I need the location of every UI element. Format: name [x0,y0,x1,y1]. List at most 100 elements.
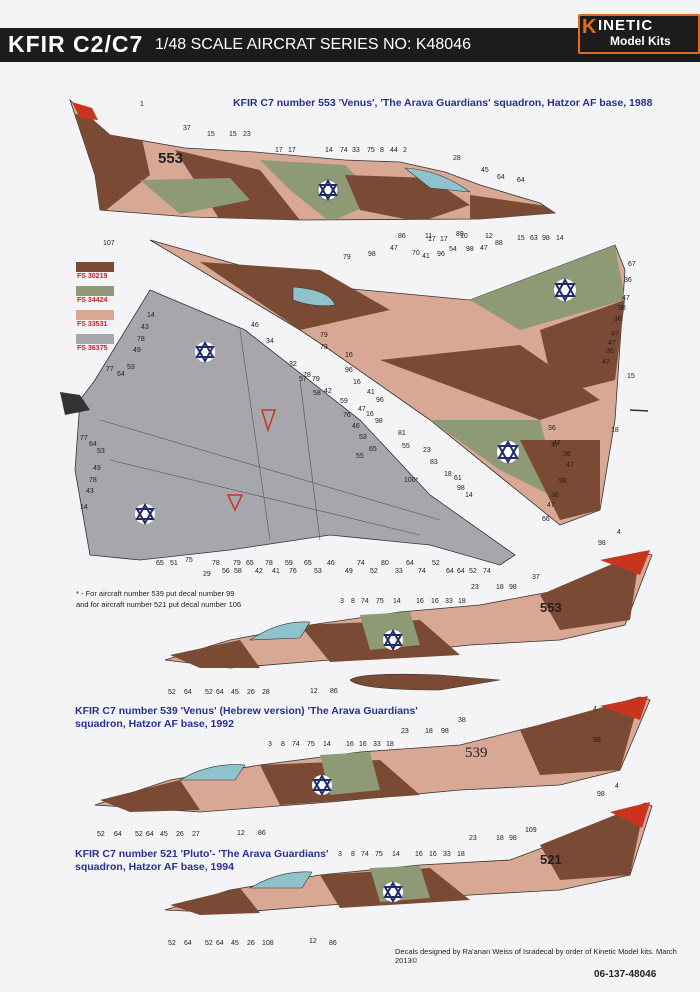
callout: 3 [338,851,342,858]
callout: 27 [192,831,200,838]
callout: 14 [80,504,88,511]
series-number: 1/48 SCALE AIRCRAT SERIES NO: K48046 [155,36,471,53]
callout: 23 [423,447,431,454]
callout: 55 [402,443,410,450]
callout: 10 [460,233,468,240]
callout: 53 [359,434,367,441]
callout: 17 [275,147,283,154]
callout: 47 [547,502,555,509]
callout: 33 [445,598,453,605]
callout: 58 [234,568,242,575]
lower-plan-view [60,289,516,566]
callout: 45 [231,689,239,696]
callout: 52 [135,831,143,838]
caption-539-line2: squadron, Hatzor AF base, 1992 [75,718,234,730]
callout: 14 [147,312,155,319]
callout: 15 [229,131,237,138]
callout: 29 [203,571,211,578]
tail-number-553-b: 553 [540,600,562,615]
callout: 26 [176,831,184,838]
callout: 23 [401,728,409,735]
callout: 86 [330,688,338,695]
callout: 14 [323,741,331,748]
callout: 56 [222,568,230,575]
callout: 12 [237,830,245,837]
callout: 43 [86,488,94,495]
callout: 16 [359,741,367,748]
swatch-fs36375 [76,334,114,344]
callout: 100* [404,477,419,484]
callout: 98 [509,835,517,842]
callout: 46 [352,423,360,430]
logo-subtitle: Model Kits [610,34,671,48]
swatch-label-fs33531: FS 33531 [77,321,108,328]
callout: 83 [430,459,438,466]
tail-number-521: 521 [540,852,562,867]
callout: 74 [418,568,426,575]
swatch-label-fs30219: FS 30219 [77,273,108,280]
callout: 98 [542,235,550,242]
callout: 74 [361,598,369,605]
swatch-fs33531 [76,310,114,320]
callout: 23 [243,131,251,138]
callout: 16 [366,411,374,418]
callout: 47 [480,245,488,252]
callout: 98 [368,251,376,258]
callout: 28 [453,155,461,162]
callout: 47 [622,295,630,302]
callout: 8 [351,851,355,858]
callout: 70 [412,250,420,257]
callout: 64 [184,940,192,947]
callout: 34 [266,338,274,345]
callout: 57 [299,376,307,383]
callout: 98 [441,728,449,735]
callout: 96 [437,251,445,258]
callout: 75 [367,147,375,154]
callout: 98 [457,485,465,492]
callout: 79 [312,376,320,383]
callout: 16 [415,851,423,858]
tail-number-539: 539 [465,745,488,761]
swatch-fs34424 [76,286,114,296]
callout: 17 [428,236,436,243]
callout: 47 [608,340,616,347]
callout: 78 [89,477,97,484]
designer-credit: Decals designed by Ra'anan Weiss of Isra… [395,947,677,965]
callout: 36 [624,277,632,284]
callout: 12 [485,233,493,240]
callout: 26 [247,940,255,947]
side-view-539: 539 [94,696,651,813]
callout: 45 [160,831,168,838]
callout: 38 [458,717,466,724]
callout: 3 [340,598,344,605]
callout: 45 [231,940,239,947]
swatch-fs30219 [76,262,114,272]
callout: 78 [137,336,145,343]
callout: 47 [358,406,366,413]
callout: 96 [345,367,353,374]
callout: 47 [611,331,619,338]
decal-note-line1: * - For aircraft number 539 put decal nu… [76,589,235,598]
callout: 47 [553,440,561,447]
callout: 64 [184,689,192,696]
callout: 75 [185,557,193,564]
callout: 23 [469,835,477,842]
callout: 4 [615,783,619,790]
callout: 67 [628,261,636,268]
callout: 86 [398,233,406,240]
callout: 64 [114,831,122,838]
callout: 98 [509,584,517,591]
callout: 16 [416,598,424,605]
callout: 41 [272,568,280,575]
callout: 64 [457,568,465,575]
callout: 36 [563,451,571,458]
callout: 98 [593,737,601,744]
callout: 4 [593,706,597,713]
callout: 98 [597,791,605,798]
callout: 18 [457,851,465,858]
callout: 52 [205,940,213,947]
caption-539: KFIR C7 number 539 'Venus' (Hebrew versi… [75,705,418,731]
page-title: KFIR C2/C7 [8,31,144,57]
sheet-code: 06-137-48046 [594,969,657,980]
callout: 14 [556,235,564,242]
